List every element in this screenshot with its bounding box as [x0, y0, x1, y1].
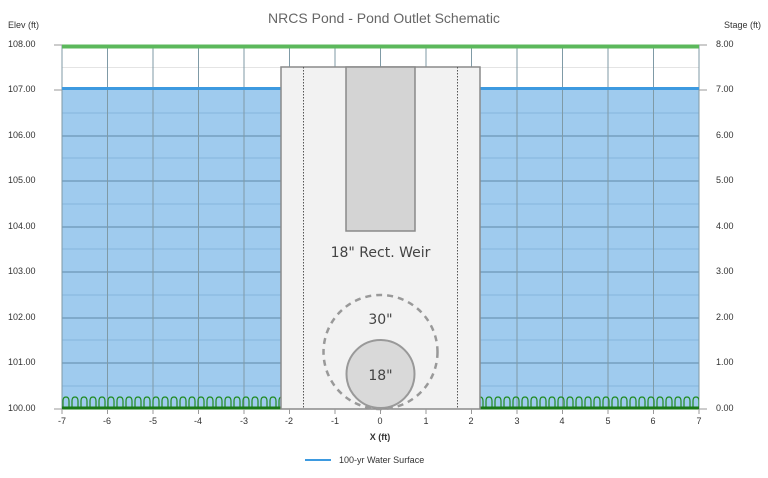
x-tick: 6 — [650, 416, 656, 426]
y-tick-left: 106.00 — [8, 130, 36, 140]
y-tick-left: 105.00 — [8, 175, 36, 185]
x-tick: 3 — [514, 416, 520, 426]
y-tick-right: 1.00 — [716, 357, 734, 367]
rect-weir — [345, 66, 416, 232]
y-tick-left: 107.00 — [8, 84, 36, 94]
weir-label: 18" Rect. Weir — [331, 245, 431, 261]
x-tick: -4 — [193, 416, 202, 426]
x-tick: -5 — [148, 416, 157, 426]
orifice-18in — [345, 339, 416, 409]
legend-line-swatch — [305, 459, 331, 461]
x-tick: 4 — [559, 416, 565, 426]
orifice-30in-label: 30" — [368, 312, 392, 328]
x-tick: 5 — [605, 416, 611, 426]
x-tick: 2 — [468, 416, 474, 426]
y-tick-right: 2.00 — [716, 312, 734, 322]
y-tick-left: 108.00 — [8, 39, 36, 49]
y-tick-right: 8.00 — [716, 39, 734, 49]
y-tick-left: 103.00 — [8, 266, 36, 276]
y-tick-left: 100.00 — [8, 403, 36, 413]
legend-item-water-surface[interactable]: 100-yr Water Surface — [305, 455, 424, 465]
x-tick: 0 — [377, 416, 383, 426]
x-tick: -6 — [102, 416, 111, 426]
y-tick-right: 7.00 — [716, 84, 734, 94]
ground-grass-right — [480, 396, 699, 408]
y-tick-left: 102.00 — [8, 312, 36, 322]
y-tick-right: 0.00 — [716, 403, 734, 413]
y-axis-right-title: Stage (ft) — [724, 20, 762, 30]
x-tick: -3 — [239, 416, 248, 426]
x-tick: -1 — [330, 416, 339, 426]
y-tick-left: 104.00 — [8, 221, 36, 231]
y-tick-right: 6.00 — [716, 130, 734, 140]
y-axis-left-title: Elev (ft) — [8, 20, 40, 30]
x-tick: -7 — [57, 416, 66, 426]
y-tick-right: 3.00 — [716, 266, 734, 276]
x-tick: 1 — [423, 416, 429, 426]
chart-title: NRCS Pond - Pond Outlet Schematic — [268, 10, 500, 26]
legend-label: 100-yr Water Surface — [339, 455, 425, 465]
x-tick: -2 — [284, 416, 293, 426]
x-axis-title: X (ft) — [369, 432, 391, 442]
ground-grass-left — [62, 396, 281, 408]
x-tick: 7 — [696, 416, 702, 426]
orifice-18in-label: 18" — [368, 368, 392, 384]
y-tick-right: 4.00 — [716, 221, 734, 231]
y-tick-right: 5.00 — [716, 175, 734, 185]
axis-ticks — [54, 44, 707, 414]
y-tick-left: 101.00 — [8, 357, 36, 367]
